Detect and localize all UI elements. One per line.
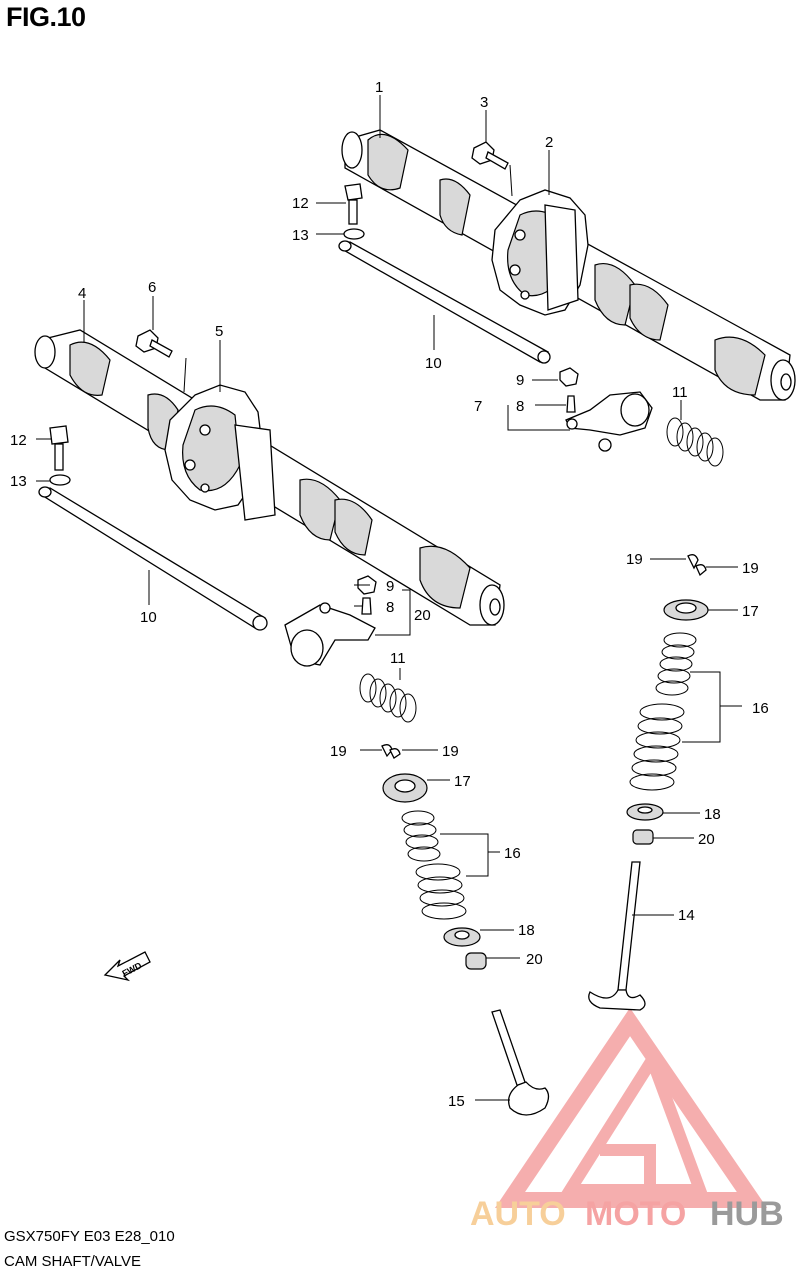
- callout-9-upper: 9: [516, 372, 524, 389]
- figure-title: FIG.10: [6, 2, 86, 32]
- watermark-moto: MOTO: [585, 1195, 686, 1233]
- callout-12-lower: 12: [10, 432, 27, 449]
- callout-14: 14: [678, 907, 695, 924]
- spring-16-inner-right[interactable]: [655, 632, 697, 696]
- callout-20-upper: 20: [414, 607, 431, 624]
- retainer-17-left[interactable]: [382, 773, 428, 803]
- callout-16-right: 16: [752, 700, 769, 717]
- cam-sprocket-lower[interactable]: [164, 384, 276, 521]
- callout-labels: 1 3 2 12 13 4 6 5 10 9 7 8 11 12 13 19 1…: [10, 79, 769, 1110]
- callout-13-upper: 13: [292, 227, 309, 244]
- callout-5: 5: [215, 323, 223, 340]
- watermark-hub: HUB: [710, 1195, 784, 1233]
- callout-9-lower: 9: [386, 578, 394, 595]
- adjuster-screw-8-lower[interactable]: [361, 597, 372, 615]
- oil-seal-20-right[interactable]: [632, 829, 654, 845]
- bolt-12-upper[interactable]: [344, 183, 363, 225]
- callout-10-lower: 10: [140, 609, 157, 626]
- bolt-12-lower[interactable]: [49, 425, 69, 471]
- callout-19-right-b: 19: [742, 560, 759, 577]
- callout-15: 15: [448, 1093, 465, 1110]
- watermark-logo-icon: [494, 1007, 768, 1208]
- oil-seal-20-left[interactable]: [465, 952, 487, 970]
- callout-11-lower: 11: [390, 650, 406, 667]
- cotter-19-left[interactable]: [381, 744, 401, 759]
- spring-11-lower[interactable]: [359, 673, 417, 723]
- retainer-17-right[interactable]: [663, 599, 709, 621]
- exhaust-valve-15[interactable]: [491, 1009, 550, 1116]
- cam-sprocket-upper[interactable]: [491, 189, 589, 316]
- diagram-section-title: CAM SHAFT/VALVE: [4, 1253, 141, 1270]
- rocker-arm-upper[interactable]: [565, 391, 653, 452]
- leader-lines: [36, 95, 742, 1101]
- nut-9-upper[interactable]: [559, 367, 579, 387]
- callout-10-upper: 10: [425, 355, 442, 372]
- callout-17-right: 17: [742, 603, 759, 620]
- adjuster-screw-8-upper[interactable]: [566, 395, 576, 413]
- callout-17-left: 17: [454, 773, 471, 790]
- callout-19-left-b: 19: [442, 743, 459, 760]
- callout-6: 6: [148, 279, 156, 296]
- callout-3: 3: [480, 94, 488, 111]
- washer-13-upper[interactable]: [343, 228, 365, 240]
- watermark-auto: AUTO: [470, 1195, 566, 1233]
- callout-8-upper: 8: [516, 398, 524, 415]
- washer-13-lower[interactable]: [49, 474, 71, 486]
- callout-20-left: 20: [526, 951, 543, 968]
- callout-19-right-a: 19: [626, 551, 643, 568]
- rocker-shaft-upper[interactable]: [338, 240, 551, 364]
- callout-11-upper: 11: [672, 384, 688, 401]
- spring-16-outer-left[interactable]: [415, 863, 467, 920]
- intake-valve-14[interactable]: [588, 861, 646, 1011]
- bolt-6[interactable]: [135, 329, 173, 358]
- callout-12-upper: 12: [292, 195, 309, 212]
- fwd-arrow-icon: FWD: [103, 951, 151, 982]
- callout-18-left: 18: [518, 922, 535, 939]
- callout-13-lower: 13: [10, 473, 27, 490]
- callout-1: 1: [375, 79, 383, 96]
- callout-19-left-a: 19: [330, 743, 347, 760]
- callout-16-left: 16: [504, 845, 521, 862]
- cotter-19-right[interactable]: [687, 554, 707, 577]
- callout-8-lower: 8: [386, 599, 394, 616]
- spring-seat-18-left[interactable]: [443, 927, 481, 947]
- callout-7: 7: [474, 398, 482, 415]
- rocker-arm-lower[interactable]: [284, 602, 376, 667]
- rocker-shaft-lower[interactable]: [38, 486, 268, 631]
- spring-11-upper[interactable]: [666, 417, 724, 467]
- callout-2: 2: [545, 134, 553, 151]
- spring-16-outer-right[interactable]: [629, 703, 685, 791]
- spring-seat-18-right[interactable]: [626, 803, 664, 821]
- callout-20-right: 20: [698, 831, 715, 848]
- spring-16-inner-left[interactable]: [401, 810, 441, 862]
- callout-4: 4: [78, 285, 86, 302]
- diagram-code: GSX750FY E03 E28_010: [4, 1228, 175, 1245]
- callout-18-right: 18: [704, 806, 721, 823]
- watermark-text: AUTO MOTO HUB: [470, 1195, 784, 1233]
- bolt-3[interactable]: [471, 141, 509, 170]
